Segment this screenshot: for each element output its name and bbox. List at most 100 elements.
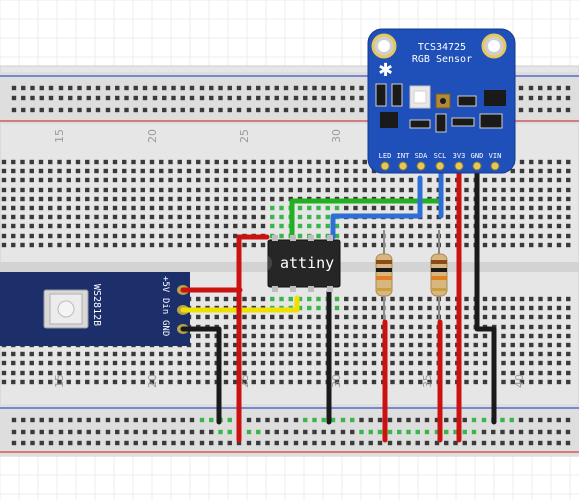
breadboard-hole[interactable] [112, 379, 118, 385]
breadboard-hole[interactable] [209, 417, 214, 423]
breadboard-hole[interactable] [344, 370, 349, 376]
breadboard-hole[interactable] [38, 351, 44, 357]
breadboard-hole[interactable] [39, 440, 44, 446]
breadboard-hole[interactable] [196, 342, 201, 348]
breadboard-hole[interactable] [177, 351, 182, 357]
breadboard-hole[interactable] [427, 242, 432, 248]
breadboard-hole[interactable] [159, 379, 164, 385]
breadboard-hole[interactable] [242, 187, 247, 193]
breadboard-hole[interactable] [501, 324, 506, 330]
breadboard-hole[interactable] [529, 223, 534, 229]
attiny-chip[interactable]: attiny [267, 235, 341, 292]
breadboard-hole[interactable] [168, 351, 173, 357]
breadboard-hole[interactable] [316, 296, 321, 302]
breadboard-hole[interactable] [362, 342, 367, 348]
breadboard-hole[interactable] [307, 177, 312, 183]
breadboard-hole[interactable] [30, 417, 35, 423]
breadboard-hole[interactable] [501, 223, 506, 229]
breadboard-hole[interactable] [122, 168, 127, 174]
breadboard-hole[interactable] [205, 360, 210, 366]
breadboard-hole[interactable] [387, 429, 393, 435]
wire-red-vcc-chip[interactable] [236, 234, 270, 443]
breadboard-hole[interactable] [57, 360, 62, 366]
breadboard-hole[interactable] [464, 223, 469, 229]
breadboard-hole[interactable] [482, 314, 488, 320]
breadboard-hole[interactable] [406, 440, 411, 446]
breadboard-hole[interactable] [77, 95, 82, 101]
breadboard-hole[interactable] [233, 314, 238, 320]
breadboard-hole[interactable] [538, 159, 543, 165]
breadboard-hole[interactable] [251, 168, 256, 174]
breadboard-hole[interactable] [330, 429, 336, 435]
breadboard-hole[interactable] [142, 429, 148, 435]
breadboard-hole[interactable] [473, 351, 478, 357]
breadboard-hole[interactable] [152, 440, 158, 446]
breadboard-hole[interactable] [492, 177, 497, 183]
breadboard-hole[interactable] [519, 360, 525, 366]
breadboard-hole[interactable] [334, 223, 340, 229]
breadboard-hole[interactable] [283, 85, 289, 91]
breadboard-hole[interactable] [11, 196, 16, 202]
breadboard-hole[interactable] [418, 333, 423, 339]
breadboard-hole[interactable] [353, 223, 358, 229]
breadboard-hole[interactable] [350, 440, 355, 446]
breadboard-hole[interactable] [547, 205, 552, 211]
breadboard-hole[interactable] [256, 440, 261, 446]
breadboard-hole[interactable] [350, 107, 355, 113]
breadboard-hole[interactable] [20, 177, 25, 183]
breadboard-hole[interactable] [85, 242, 90, 248]
breadboard-hole[interactable] [205, 233, 210, 239]
breadboard-hole[interactable] [279, 360, 284, 366]
breadboard-hole[interactable] [307, 187, 312, 193]
breadboard-hole[interactable] [334, 342, 340, 348]
breadboard-hole[interactable] [529, 342, 534, 348]
breadboard-hole[interactable] [399, 360, 404, 366]
breadboard-hole[interactable] [66, 351, 71, 357]
breadboard-hole[interactable] [131, 205, 136, 211]
breadboard-hole[interactable] [29, 351, 34, 357]
breadboard-hole[interactable] [57, 351, 62, 357]
breadboard-hole[interactable] [29, 168, 34, 174]
breadboard-hole[interactable] [242, 205, 247, 211]
breadboard-hole[interactable] [288, 379, 293, 385]
breadboard-hole[interactable] [75, 177, 81, 183]
sensor-pin-pads[interactable] [380, 161, 500, 171]
breadboard-hole[interactable] [177, 242, 182, 248]
breadboard-hole[interactable] [427, 177, 432, 183]
breadboard-hole[interactable] [58, 417, 64, 423]
breadboard-hole[interactable] [538, 187, 543, 193]
breadboard-hole[interactable] [371, 296, 377, 302]
breadboard-hole[interactable] [501, 242, 506, 248]
breadboard-hole[interactable] [168, 223, 173, 229]
breadboard-hole[interactable] [353, 205, 358, 211]
breadboard-hole[interactable] [149, 242, 155, 248]
breadboard-hole[interactable] [368, 429, 373, 435]
breadboard-hole[interactable] [510, 205, 515, 211]
breadboard-hole[interactable] [140, 379, 145, 385]
breadboard-hole[interactable] [408, 314, 414, 320]
breadboard-hole[interactable] [353, 351, 358, 357]
breadboard-hole[interactable] [464, 177, 469, 183]
breadboard-hole[interactable] [510, 223, 515, 229]
breadboard-hole[interactable] [57, 168, 62, 174]
breadboard-hole[interactable] [538, 233, 543, 239]
breadboard-hole[interactable] [171, 107, 176, 113]
breadboard-hole[interactable] [270, 223, 275, 229]
breadboard-hole[interactable] [209, 429, 214, 435]
breadboard-hole[interactable] [371, 177, 377, 183]
breadboard-hole[interactable] [11, 107, 17, 113]
breadboard-hole[interactable] [283, 417, 289, 423]
breadboard-hole[interactable] [556, 196, 562, 202]
breadboard-hole[interactable] [566, 159, 571, 165]
breadboard-hole[interactable] [57, 159, 62, 165]
breadboard-hole[interactable] [133, 417, 138, 423]
breadboard-hole[interactable] [218, 107, 223, 113]
breadboard-hole[interactable] [38, 177, 44, 183]
breadboard-hole[interactable] [131, 351, 136, 357]
breadboard-hole[interactable] [48, 370, 53, 376]
breadboard-hole[interactable] [223, 205, 229, 211]
breadboard-hole[interactable] [177, 379, 182, 385]
breadboard-hole[interactable] [510, 233, 515, 239]
breadboard-hole[interactable] [29, 187, 34, 193]
breadboard-hole[interactable] [330, 440, 336, 446]
